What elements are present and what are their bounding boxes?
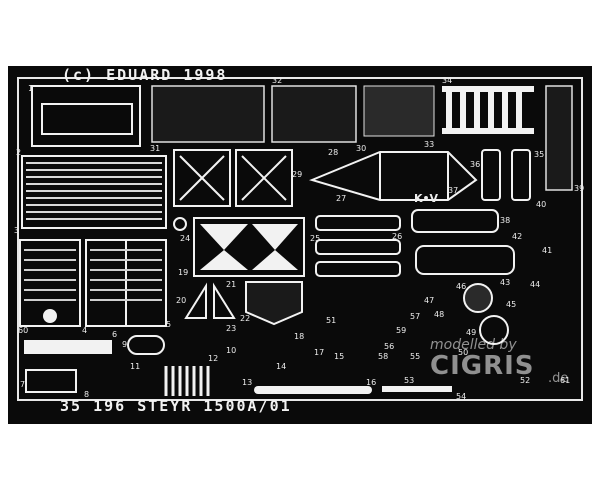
- part-16-bar: [254, 386, 372, 394]
- part-number: 15: [334, 352, 345, 361]
- part-number: 28: [328, 148, 339, 157]
- part-number: 17: [314, 348, 325, 357]
- part-number: 19: [178, 268, 189, 277]
- part-number: 1: [28, 84, 34, 93]
- part-number: 16: [366, 378, 377, 387]
- part-46-cog: [463, 283, 493, 313]
- part-number: 9: [122, 340, 128, 349]
- part-number: 39: [574, 184, 585, 193]
- part-number: 24: [180, 234, 191, 243]
- fret-frame: [17, 77, 583, 401]
- part-number: 29: [292, 170, 303, 179]
- part-number: 22: [240, 314, 251, 323]
- part-39-bar: [545, 85, 573, 191]
- part-21-triangles: [184, 282, 236, 319]
- part-number: 37: [448, 186, 459, 195]
- part-number: 40: [536, 200, 547, 209]
- part-number: 58: [378, 352, 389, 361]
- part-number: 38: [500, 216, 511, 225]
- part-31-panel: [151, 85, 265, 143]
- part-number: 2: [16, 148, 22, 157]
- part-number: 43: [500, 278, 511, 287]
- part-number: 25: [310, 234, 321, 243]
- part-4-dot: [43, 309, 57, 323]
- part-number: 59: [396, 326, 407, 335]
- part-3-louvres: [24, 249, 162, 301]
- part-49-wheel: [479, 315, 509, 345]
- part-number: 41: [542, 246, 553, 255]
- part-9-capsule: [127, 335, 165, 355]
- part-number: 13: [242, 378, 253, 387]
- part-29-crossed-panels: [173, 149, 293, 207]
- part-34-ladder: [442, 86, 534, 134]
- part-number: 5: [166, 320, 172, 329]
- part-number: 56: [384, 342, 395, 351]
- part-32-panel: [271, 85, 357, 143]
- part-number: 49: [466, 328, 477, 337]
- part-number: 14: [276, 362, 287, 371]
- part-22-shield: [245, 281, 303, 326]
- part-2-grille: [21, 155, 167, 229]
- part-number: 35: [534, 150, 545, 159]
- part-26-strips: [315, 215, 401, 277]
- part-number: 50: [458, 348, 469, 357]
- part-1-tray: [31, 85, 141, 147]
- part-number: 20: [176, 296, 187, 305]
- part-number: 26: [392, 232, 403, 241]
- part-number: 33: [424, 140, 435, 149]
- part-number: 34: [442, 76, 453, 85]
- part-number: 27: [336, 194, 347, 203]
- part-number: 55: [410, 352, 421, 361]
- part-number: 11: [130, 362, 141, 371]
- stamp-kv: K•V: [414, 192, 439, 205]
- part-36-clips: [481, 149, 531, 201]
- fret-bottom-label: 35 196 STEYR 1500A/01: [60, 397, 292, 415]
- part-number: 6: [112, 330, 118, 339]
- part-number: 60: [18, 326, 29, 335]
- part-number: 7: [20, 380, 26, 389]
- part-number: 30: [356, 144, 367, 153]
- part-number: 32: [272, 76, 283, 85]
- part-6-chain: [24, 340, 112, 354]
- part-3-louvre-doors: [19, 239, 167, 327]
- part-number: 3: [14, 226, 20, 235]
- part-number: 18: [294, 332, 305, 341]
- part-number: 61: [560, 376, 571, 385]
- part-number: 53: [404, 376, 415, 385]
- watermark-line2: CIGRIS: [430, 351, 535, 381]
- part-30-bonnet: [308, 151, 478, 201]
- part-number: 8: [84, 390, 90, 399]
- fret-top-label: (c) EDUARD 1998: [62, 66, 228, 84]
- part-number: 31: [150, 144, 161, 153]
- part-number: 4: [82, 326, 88, 335]
- part-54-bar: [382, 386, 452, 392]
- part-number: 12: [208, 354, 219, 363]
- part-number: 21: [226, 280, 237, 289]
- part-13-grille: [164, 366, 210, 396]
- watermark-suffix: .de: [548, 371, 569, 386]
- part-number: 45: [506, 300, 517, 309]
- part-33-mesh: [363, 85, 435, 137]
- part-number: 51: [326, 316, 337, 325]
- part-number: 10: [226, 346, 237, 355]
- part-number: 36: [470, 160, 481, 169]
- part-number: 47: [424, 296, 435, 305]
- part-24-dot: [173, 217, 187, 231]
- part-number: 42: [512, 232, 523, 241]
- part-7-plate: [25, 369, 77, 393]
- part-number: 54: [456, 392, 467, 401]
- watermark-line1: modelled by: [430, 337, 517, 353]
- part-38-plate: [411, 209, 515, 275]
- part-number: 48: [434, 310, 445, 319]
- part-number: 23: [226, 324, 237, 333]
- part-number: 52: [520, 376, 531, 385]
- part-number: 57: [410, 312, 421, 321]
- part-number: 46: [456, 282, 467, 291]
- part-25-hourglass: [193, 217, 305, 277]
- part-number: 44: [530, 280, 541, 289]
